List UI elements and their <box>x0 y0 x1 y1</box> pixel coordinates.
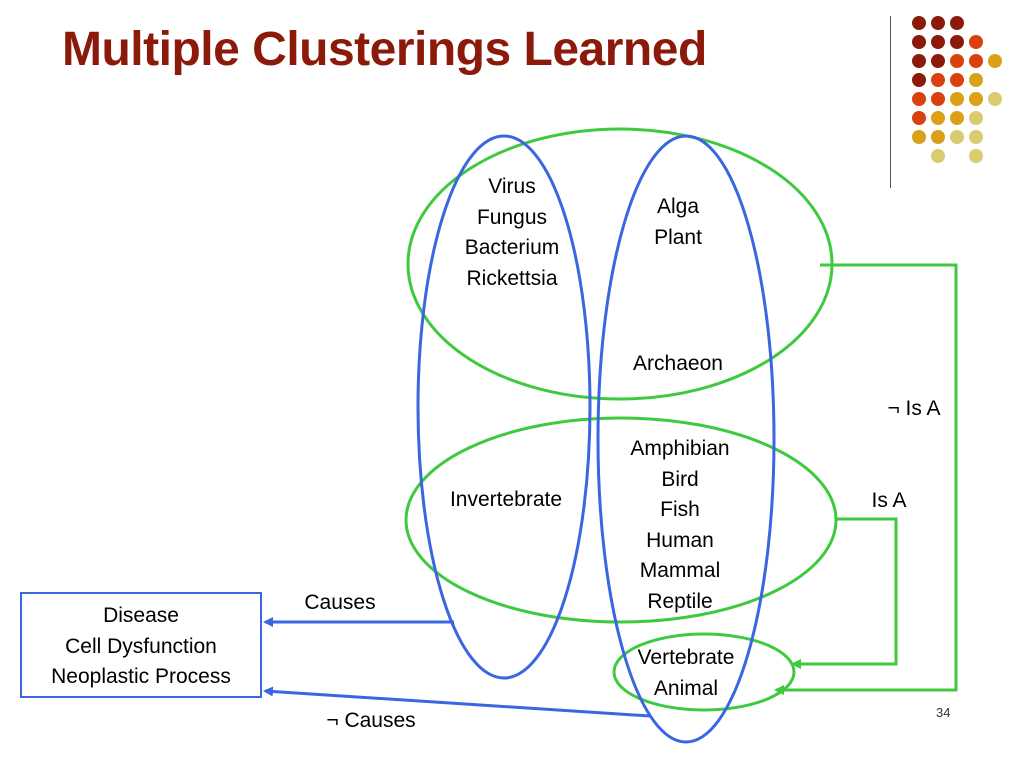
decorative-dot <box>931 16 945 30</box>
decorative-dot <box>969 149 983 163</box>
decorative-dot <box>931 149 945 163</box>
decorative-dot <box>912 54 926 68</box>
decorative-dot <box>969 92 983 106</box>
blue-cluster-right <box>596 134 776 744</box>
outcome-item: Disease <box>103 604 179 627</box>
decorative-dot <box>950 35 964 49</box>
blue-cluster-left <box>416 134 592 680</box>
is-a-label: Is A <box>871 489 907 512</box>
cluster-item: Fungus <box>476 205 548 229</box>
outcome-item: Cell Dysfunction <box>65 634 217 658</box>
decorative-dot <box>912 92 926 106</box>
outcome-item: Neoplastic Process <box>51 665 231 688</box>
is-a-arrow <box>791 517 898 669</box>
decorative-dot <box>950 111 964 125</box>
decorative-dot <box>950 16 964 30</box>
not-is-a-arrow <box>774 263 958 695</box>
cluster-item: Alga <box>656 195 700 218</box>
decorative-dot <box>988 92 1002 106</box>
decorative-dot-grid <box>912 16 1002 163</box>
decorative-dot <box>969 111 983 125</box>
decorative-dot <box>988 54 1002 68</box>
decorative-dot <box>931 130 945 144</box>
decorative-dot <box>969 130 983 144</box>
decorative-dot <box>969 73 983 87</box>
decorative-dot <box>950 130 964 144</box>
cluster-item: Mammal <box>639 559 721 582</box>
archaeon-label: Archaeon <box>633 352 723 375</box>
cluster-item: Bacterium <box>464 236 560 259</box>
decorative-dot <box>912 111 926 125</box>
decorative-dot <box>931 111 945 125</box>
decorative-dot <box>969 54 983 68</box>
slide-number: 34 <box>936 705 951 720</box>
microorganism-labels: Virus Fungus Bacterium Rickettsia <box>448 172 576 294</box>
cluster-item: Plant <box>654 225 702 249</box>
cluster-item: Amphibian <box>630 437 730 460</box>
not-causes-arrow <box>263 686 651 718</box>
decorative-dot <box>969 35 983 49</box>
decorative-dot <box>931 35 945 49</box>
decorative-dot <box>912 35 926 49</box>
title-divider <box>890 16 891 188</box>
decorative-dot <box>931 92 945 106</box>
slide-title: Multiple Clusterings Learned <box>62 23 707 76</box>
decorative-dot <box>931 54 945 68</box>
cluster-item: Fish <box>660 498 700 521</box>
decorative-dot <box>950 54 964 68</box>
cluster-item: Animal <box>653 676 719 700</box>
decorative-dot <box>950 73 964 87</box>
cluster-item: Human <box>646 528 714 552</box>
invertebrate-label: Invertebrate <box>449 488 563 511</box>
decorative-dot <box>912 73 926 87</box>
not-causes-label: ¬ Causes <box>326 709 416 732</box>
cluster-item: Bird <box>661 467 699 491</box>
outcome-labels: Disease Cell Dysfunction Neoplastic Proc… <box>22 601 260 693</box>
cluster-item: Reptile <box>647 589 713 613</box>
cluster-item: Vertebrate <box>637 646 735 669</box>
cluster-item: Virus <box>488 175 536 198</box>
outcome-box: Disease Cell Dysfunction Neoplastic Proc… <box>20 592 262 698</box>
causes-label: Causes <box>304 591 376 614</box>
decorative-dot <box>912 16 926 30</box>
not-is-a-label: ¬ Is A <box>887 397 941 420</box>
vertebrate-labels: Amphibian Bird Fish Human Mammal Reptile <box>610 434 750 617</box>
cluster-item: Rickettsia <box>466 266 558 290</box>
green-cluster-vertebrate-animal <box>612 632 796 712</box>
decorative-dot <box>931 73 945 87</box>
decorative-dot <box>950 92 964 106</box>
decorative-dot <box>912 130 926 144</box>
vertebrate-animal-labels: Vertebrate Animal <box>620 643 752 704</box>
plant-labels: Alga Plant <box>628 192 728 253</box>
